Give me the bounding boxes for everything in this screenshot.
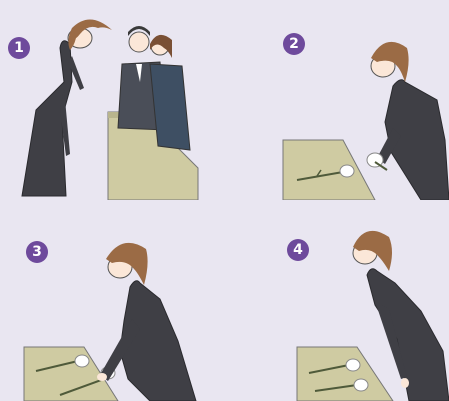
step-2-panel: 2 [225, 0, 449, 200]
step-1-panel: 1 [0, 0, 224, 200]
woman-bowing-at-altar-illustration [225, 201, 449, 401]
step-3-panel: 3 [0, 201, 224, 401]
woman-offering-flower-illustration [0, 201, 224, 401]
step-4-panel: 4 [225, 201, 449, 401]
woman-holding-flower-illustration [225, 0, 449, 200]
woman-bowing-to-family-illustration [0, 0, 224, 200]
